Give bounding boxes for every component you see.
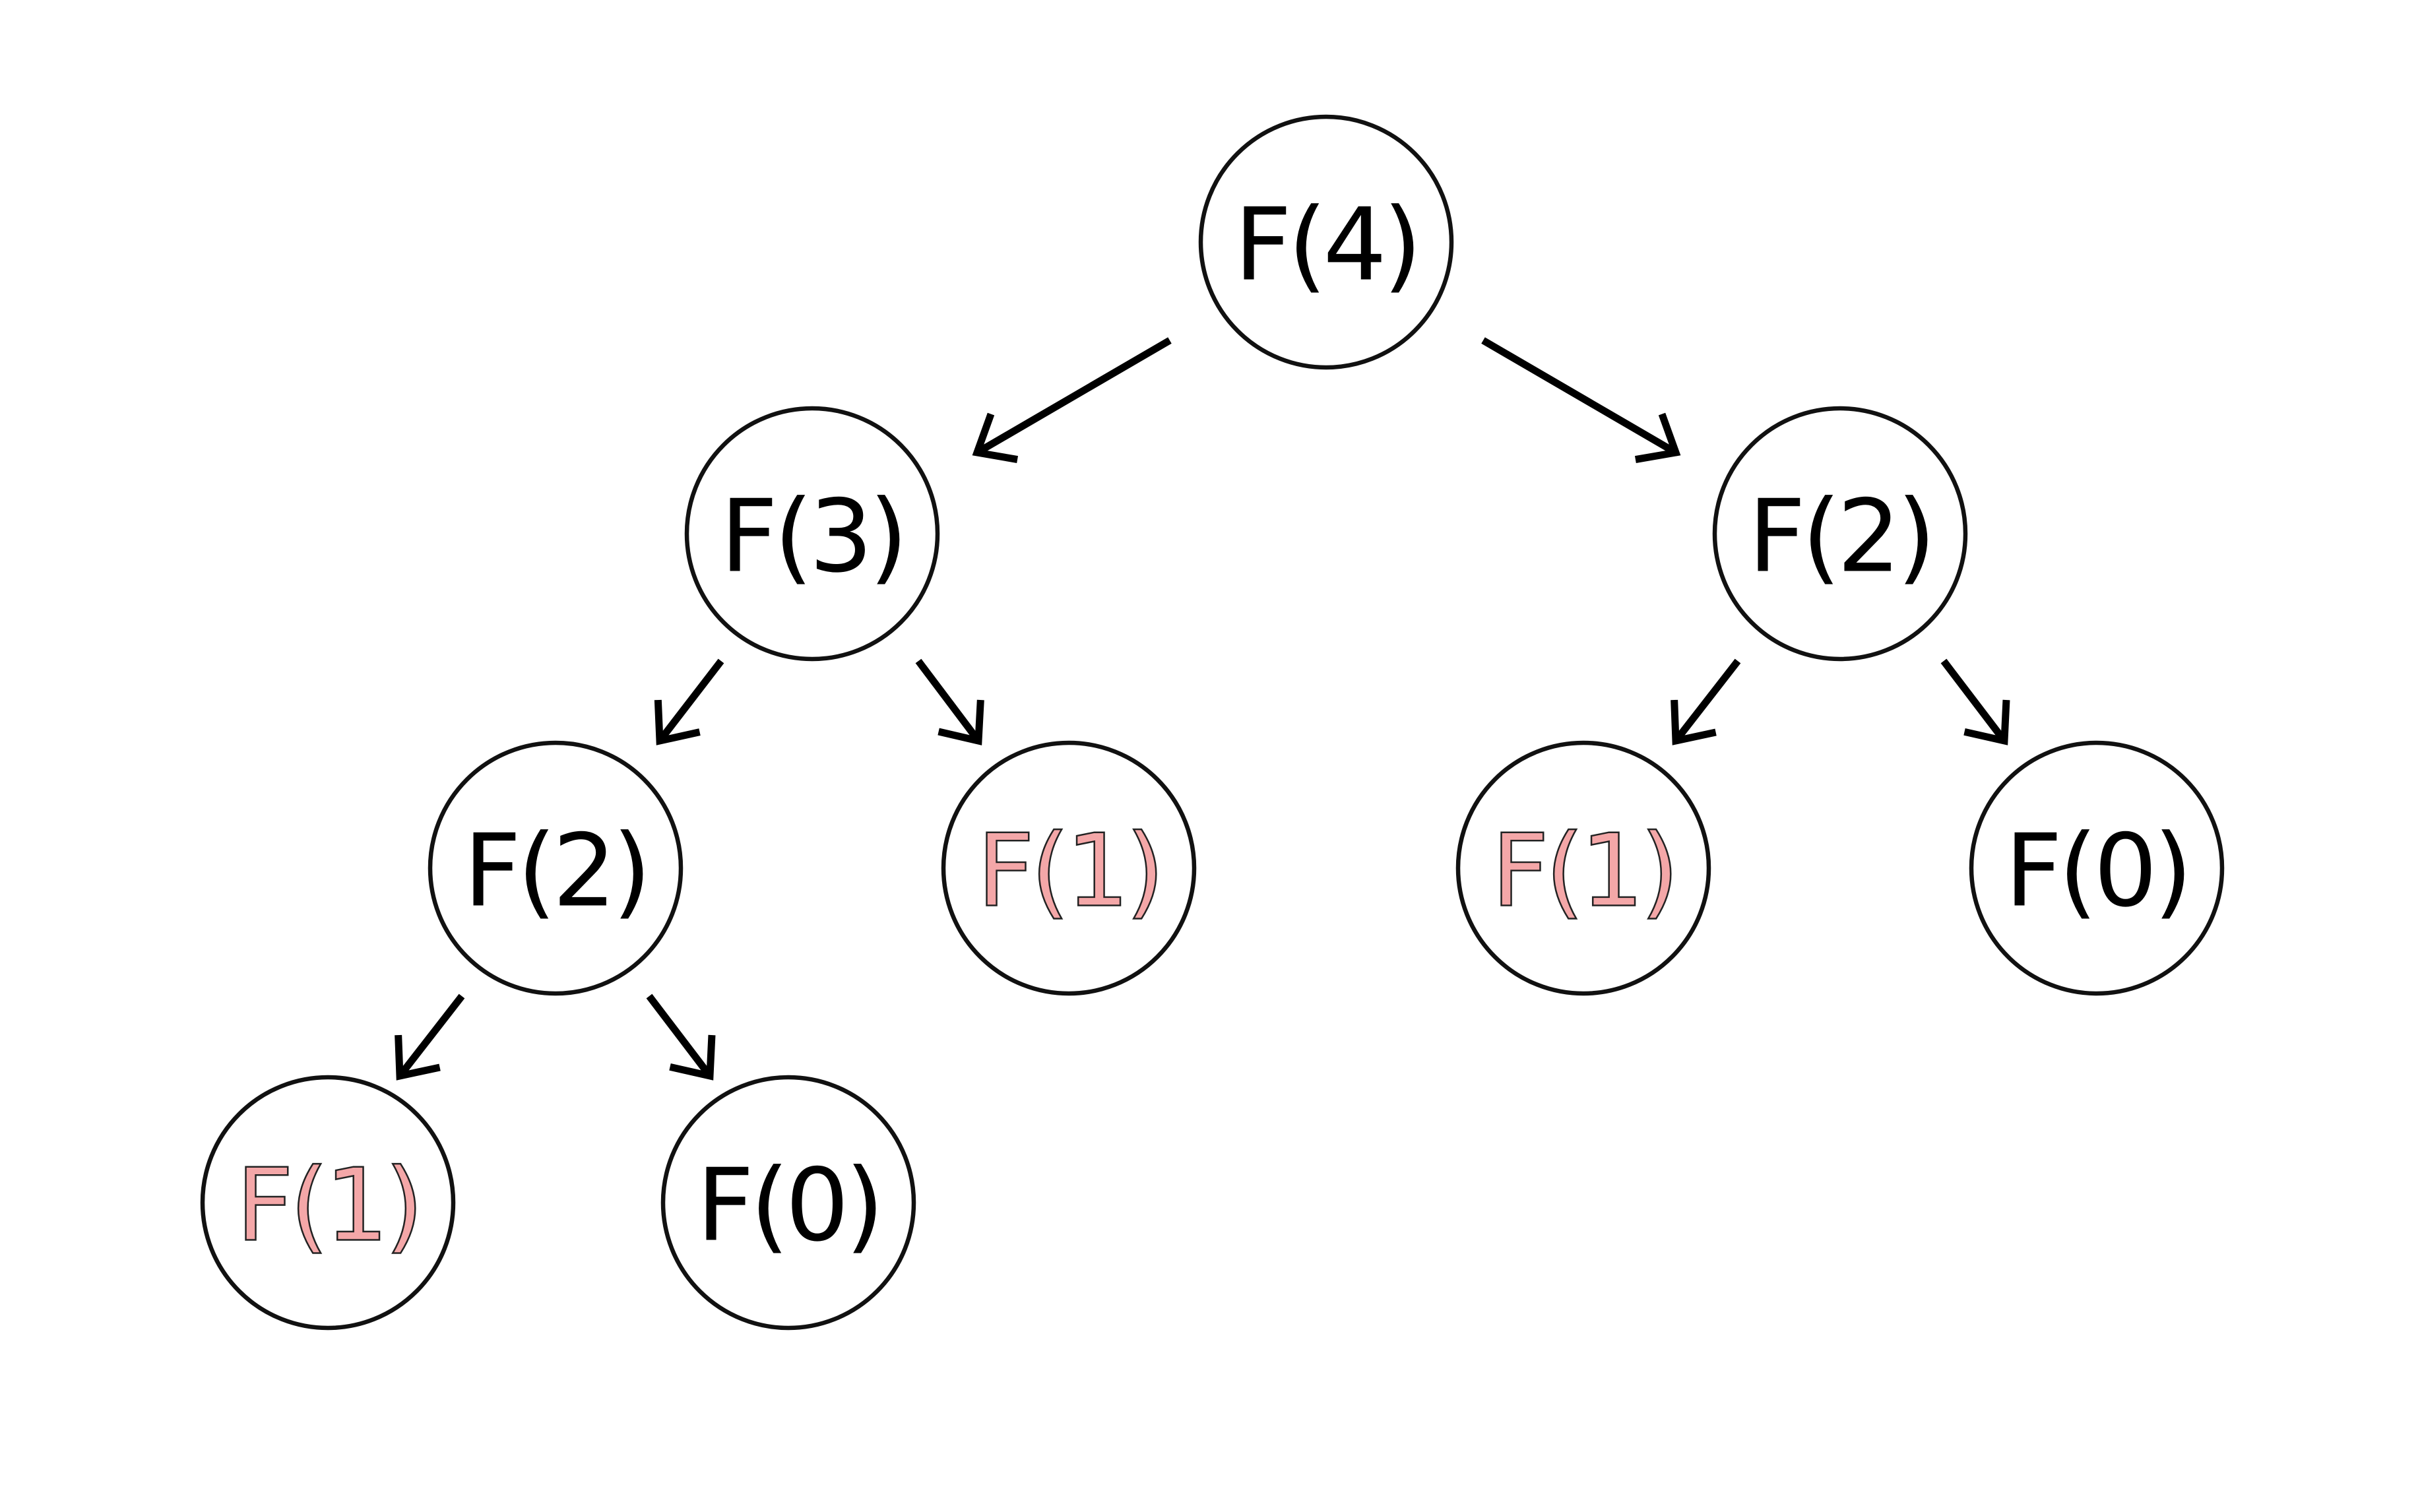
tree-node-n6: F(1): [1455, 740, 1711, 996]
arrow-head: [654, 699, 701, 745]
arrow-shaft: [915, 658, 982, 743]
arrow-n3-n7: [1940, 658, 2010, 745]
node-label: F(2): [1748, 478, 1932, 595]
tree-node-n3: F(2): [1712, 406, 1968, 662]
node-label-highlighted: F(1): [1492, 813, 1676, 929]
node-circle: [200, 1075, 456, 1331]
arrow-shaft: [1940, 658, 2008, 743]
node-circle: [1198, 114, 1454, 370]
nodes-layer: F(4) F(3) F(2) F(2) F(1) F(1) F(0) F(1) F(0): [200, 114, 2225, 1331]
arrow-n1-n2: [972, 337, 1172, 463]
arrow-n1-n3: [1481, 337, 1681, 463]
arrow-head: [938, 699, 984, 745]
arrow-head: [1671, 699, 1717, 745]
node-circle: [941, 740, 1197, 996]
node-circle: [660, 1075, 916, 1331]
arrow-n4-n9: [646, 993, 716, 1081]
tree-node-n8: F(1): [200, 1075, 456, 1331]
arrow-n4-n8: [395, 993, 465, 1081]
arrow-n2-n4: [654, 658, 724, 745]
tree-node-n4: F(2): [428, 740, 684, 996]
arrow-head: [1634, 412, 1681, 463]
arrow-n2-n5: [915, 658, 984, 745]
arrow-shaft: [975, 337, 1172, 456]
arrow-head: [972, 412, 1019, 463]
node-circle: [684, 406, 940, 662]
node-label: F(4): [1234, 187, 1418, 303]
arrow-shaft: [1481, 337, 1678, 456]
arrow-head: [1963, 699, 2010, 745]
edges-layer: [395, 337, 2010, 1081]
node-circle: [1969, 740, 2225, 996]
node-label: F(2): [464, 813, 648, 929]
arrow-shaft: [656, 658, 724, 743]
node-label: F(3): [720, 478, 905, 595]
tree-node-n5: F(1): [941, 740, 1197, 996]
arrow-n3-n6: [1671, 658, 1741, 745]
arrow-shaft: [1672, 658, 1741, 743]
node-label: F(0): [697, 1147, 881, 1264]
node-label-highlighted: F(1): [236, 1147, 420, 1264]
tree-node-n2: F(3): [684, 406, 940, 662]
node-label-highlighted: F(1): [977, 813, 1161, 929]
tree-node-n1: F(4): [1198, 114, 1454, 370]
node-circle: [428, 740, 684, 996]
tree-node-n9: F(0): [660, 1075, 916, 1331]
arrow-head: [395, 1034, 441, 1081]
node-label: F(0): [2005, 813, 2189, 929]
arrow-head: [669, 1034, 716, 1081]
arrow-shaft: [646, 993, 713, 1079]
tree-node-n7: F(0): [1969, 740, 2225, 996]
node-circle: [1455, 740, 1711, 996]
arrow-shaft: [397, 993, 465, 1079]
node-circle: [1712, 406, 1968, 662]
